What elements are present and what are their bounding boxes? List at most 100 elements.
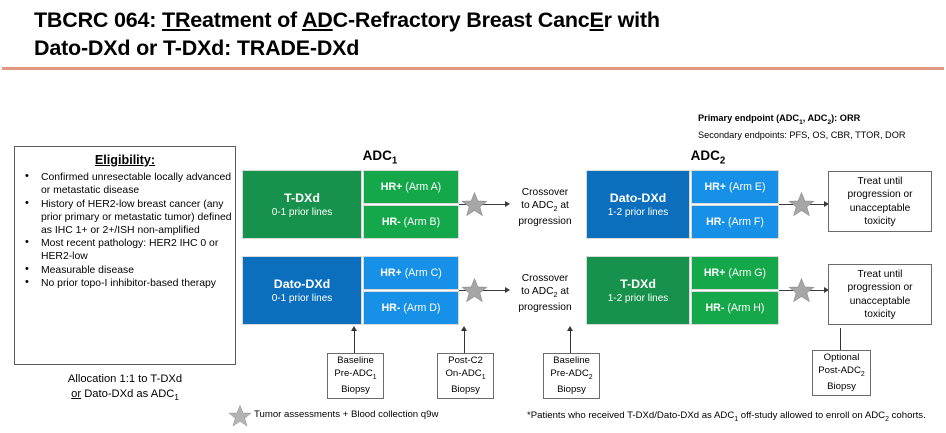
arm-id: (Arm B) [403, 216, 441, 228]
hr-status: HR+ [704, 181, 727, 193]
adc2-arm2-drug-box: T-DXd 1-2 prior lines [586, 256, 690, 325]
biopsy-line-2: Pre-ADC2 [550, 367, 593, 381]
hr-status: HR- [706, 216, 725, 228]
list-item: Measurable disease [15, 263, 235, 277]
drug-prior-lines: 1-2 prior lines [607, 292, 669, 304]
crossover-line-2: to ADC2 at [521, 200, 569, 214]
biopsy-line-3: Biopsy [827, 381, 856, 393]
eligibility-box: Eligibility: Confirmed unresectable loca… [14, 146, 236, 365]
biopsy-line-1: Baseline [337, 355, 374, 367]
outcome-line-4: toxicity [864, 308, 896, 320]
biopsy-box-post-c2-on-adc1: Post-C2 On-ADC1 Biopsy [437, 353, 494, 399]
biopsy-line-2: On-ADC1 [445, 367, 486, 381]
biopsy-box-optional-post-adc2: Optional Post-ADC2 Biopsy [812, 350, 871, 396]
page-title: TBCRC 064: TReatment of ADC-Refractory B… [34, 6, 914, 62]
arm-id: (Arm F) [727, 216, 764, 228]
footnote-right: *Patients who received T-DXd/Dato-DXd as… [527, 410, 926, 423]
allocation-line-1: Allocation 1:1 to T-DXd [67, 373, 183, 385]
adc1-arrowhead-row2 [505, 286, 510, 293]
stage-label-adc1: ADC1 [362, 148, 398, 167]
adc2-outcome-row2: Treat until progression or unacceptable … [828, 264, 932, 325]
crossover-line-3: progression [518, 302, 572, 314]
eligibility-list: Confirmed unresectable locally advanced … [15, 170, 235, 290]
biopsy-line-1: Optional [823, 352, 860, 364]
star-icon [461, 191, 488, 218]
adc2-subarm-g: HR+(Arm G) [691, 256, 779, 290]
outcome-line-2: progression or [847, 189, 913, 201]
biopsy-stem-3 [570, 331, 572, 353]
biopsy-stem-1 [354, 331, 356, 353]
arm-id: (Arm G) [728, 267, 767, 279]
title-line-2: Dato-DXd or T-DXd: TRADE-DXd [34, 36, 360, 60]
hr-status: HR- [381, 216, 401, 228]
biopsy-box-baseline-pre-adc2: Baseline Pre-ADC2 Biopsy [543, 353, 600, 399]
adc2-arrowhead-row1 [824, 200, 829, 207]
stage-label-adc2: ADC2 [690, 148, 726, 167]
star-icon [228, 404, 252, 433]
list-item: Confirmed unresectable locally advanced … [15, 170, 235, 197]
adc1-arrowhead-row1 [505, 200, 510, 207]
biopsy-line-1: Baseline [553, 355, 590, 367]
crossover-line-2: to ADC2 at [521, 286, 569, 300]
adc2-subarm-f: HR-(Arm F) [691, 205, 779, 239]
list-item: Most recent pathology: HER2 IHC 0 or HER… [15, 236, 235, 263]
biopsy-box-baseline-pre-adc1: Baseline Pre-ADC1 Biopsy [327, 353, 384, 399]
arm-id: (Arm D) [403, 302, 441, 314]
outcome-line-3: unacceptable [849, 295, 911, 307]
arm-id: (Arm C) [404, 267, 442, 279]
arm-id: (Arm A) [405, 181, 442, 193]
hr-status: HR+ [380, 267, 402, 279]
adc2-outcome-row1: Treat until progression or unacceptable … [828, 171, 932, 232]
outcome-line-4: toxicity [864, 215, 896, 227]
adc2-subarm-e: HR+(Arm E) [691, 170, 779, 204]
endpoints-block: Primary endpoint (ADC1, ADC2): ORR Secon… [698, 112, 946, 142]
crossover-line-1: Crossover [521, 273, 569, 284]
drug-name: T-DXd [284, 190, 320, 205]
drug-prior-lines: 1-2 prior lines [607, 206, 669, 218]
adc1-subarm-a: HR+(Arm A) [363, 170, 459, 204]
arm-id: (Arm E) [729, 181, 766, 193]
biopsy-stem-2 [464, 331, 466, 353]
list-item: History of HER2-low breast cancer (any p… [15, 197, 235, 237]
eligibility-heading: Eligibility: [94, 153, 156, 167]
crossover-line-3: progression [518, 216, 572, 228]
drug-name: Dato-DXd [609, 190, 667, 205]
outcome-line-1: Treat until [857, 269, 903, 281]
hr-status: HR- [705, 302, 725, 314]
allocation-line-2: or Dato-DXd as ADC1 [71, 388, 179, 403]
adc1-arm2-drug-box: Dato-DXd 0-1 prior lines [242, 256, 362, 325]
hr-status: HR- [381, 302, 401, 314]
biopsy-line-3: Biopsy [557, 384, 586, 396]
title-line-1: TBCRC 064: TReatment of ADC-Refractory B… [34, 8, 660, 32]
outcome-line-3: unacceptable [849, 202, 911, 214]
star-icon [788, 277, 815, 304]
biopsy-arrowhead-2 [461, 326, 467, 331]
adc1-subarm-d: HR-(Arm D) [363, 291, 459, 325]
allocation-note: Allocation 1:1 to T-DXd or Dato-DXd as A… [14, 372, 236, 405]
secondary-endpoint: Secondary endpoints: PFS, OS, CBR, TTOR,… [698, 130, 906, 141]
crossover-line-1: Crossover [521, 187, 569, 198]
list-item: No prior topo-I inhibitor-based therapy [15, 276, 235, 290]
biopsy-line-3: Biopsy [451, 384, 480, 396]
outcome-line-1: Treat until [857, 176, 903, 188]
biopsy-line-2: Pre-ADC1 [334, 367, 377, 381]
adc1-subarm-b: HR-(Arm B) [363, 205, 459, 239]
title-accent-bar [2, 67, 944, 70]
footnote-star: Tumor assessments + Blood collection q9w [254, 409, 439, 420]
biopsy-arrowhead-3 [567, 326, 573, 331]
hr-status: HR+ [380, 181, 403, 193]
crossover-note-row2: Crossover to ADC2 at progression [506, 272, 584, 315]
biopsy-line-3: Biopsy [341, 384, 370, 396]
adc2-arm1-drug-box: Dato-DXd 1-2 prior lines [586, 170, 690, 239]
primary-endpoint: Primary endpoint (ADC1, ADC2): ORR [698, 113, 861, 126]
drug-prior-lines: 0-1 prior lines [271, 292, 333, 304]
adc1-arm1-drug-box: T-DXd 0-1 prior lines [242, 170, 362, 239]
adc2-arrowhead-row2 [824, 286, 829, 293]
biopsy-arrowhead-1 [351, 326, 357, 331]
drug-name: Dato-DXd [273, 276, 331, 291]
adc1-subarm-c: HR+(Arm C) [363, 256, 459, 290]
star-icon [461, 277, 488, 304]
crossover-note-row1: Crossover to ADC2 at progression [506, 186, 584, 229]
outcome-line-2: progression or [847, 282, 913, 294]
